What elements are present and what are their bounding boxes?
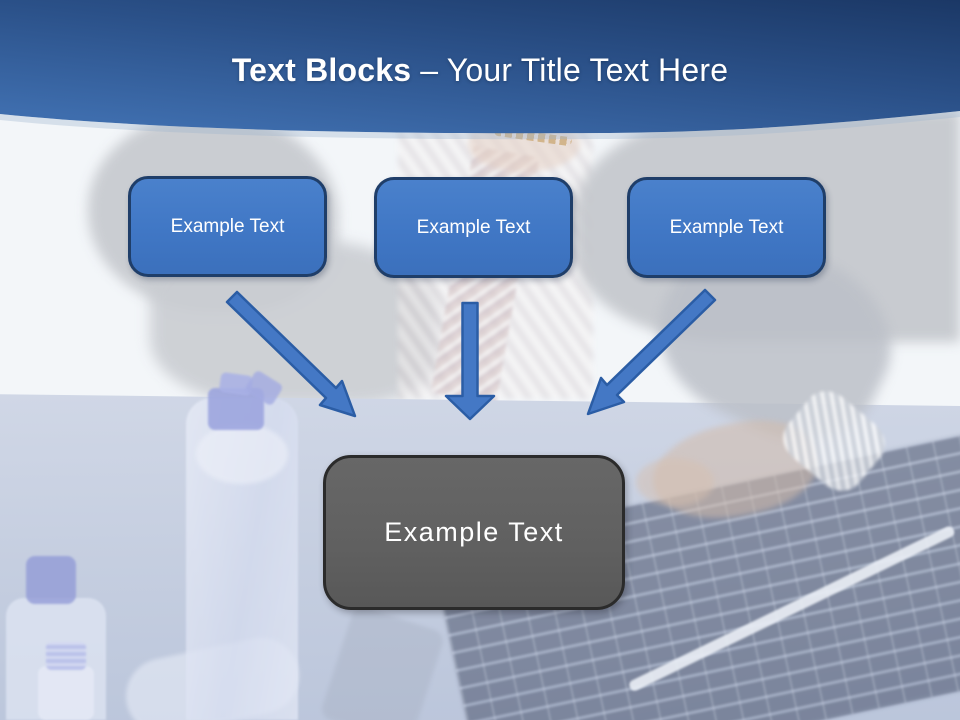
arrow-middle[interactable]	[444, 301, 496, 421]
text-block-3[interactable]: Example Text	[627, 177, 826, 278]
water-bottle-tiny-cap	[46, 642, 86, 670]
water-bottle-large-shoulder	[196, 424, 288, 484]
text-block-2[interactable]: Example Text	[374, 177, 573, 278]
arrow-right[interactable]	[586, 288, 717, 416]
result-block-label: Example Text	[384, 517, 564, 547]
text-block-2-label: Example Text	[416, 216, 531, 238]
result-block[interactable]: Example Text	[323, 455, 625, 610]
text-block-1-label: Example Text	[170, 215, 285, 237]
text-block-3-label: Example Text	[669, 216, 784, 238]
typing-fingers	[636, 458, 714, 506]
water-bottle-tiny	[38, 666, 94, 720]
water-bottle-small-cap	[26, 556, 76, 604]
text-block-1[interactable]: Example Text	[128, 176, 327, 277]
arrow-left[interactable]	[225, 290, 357, 418]
